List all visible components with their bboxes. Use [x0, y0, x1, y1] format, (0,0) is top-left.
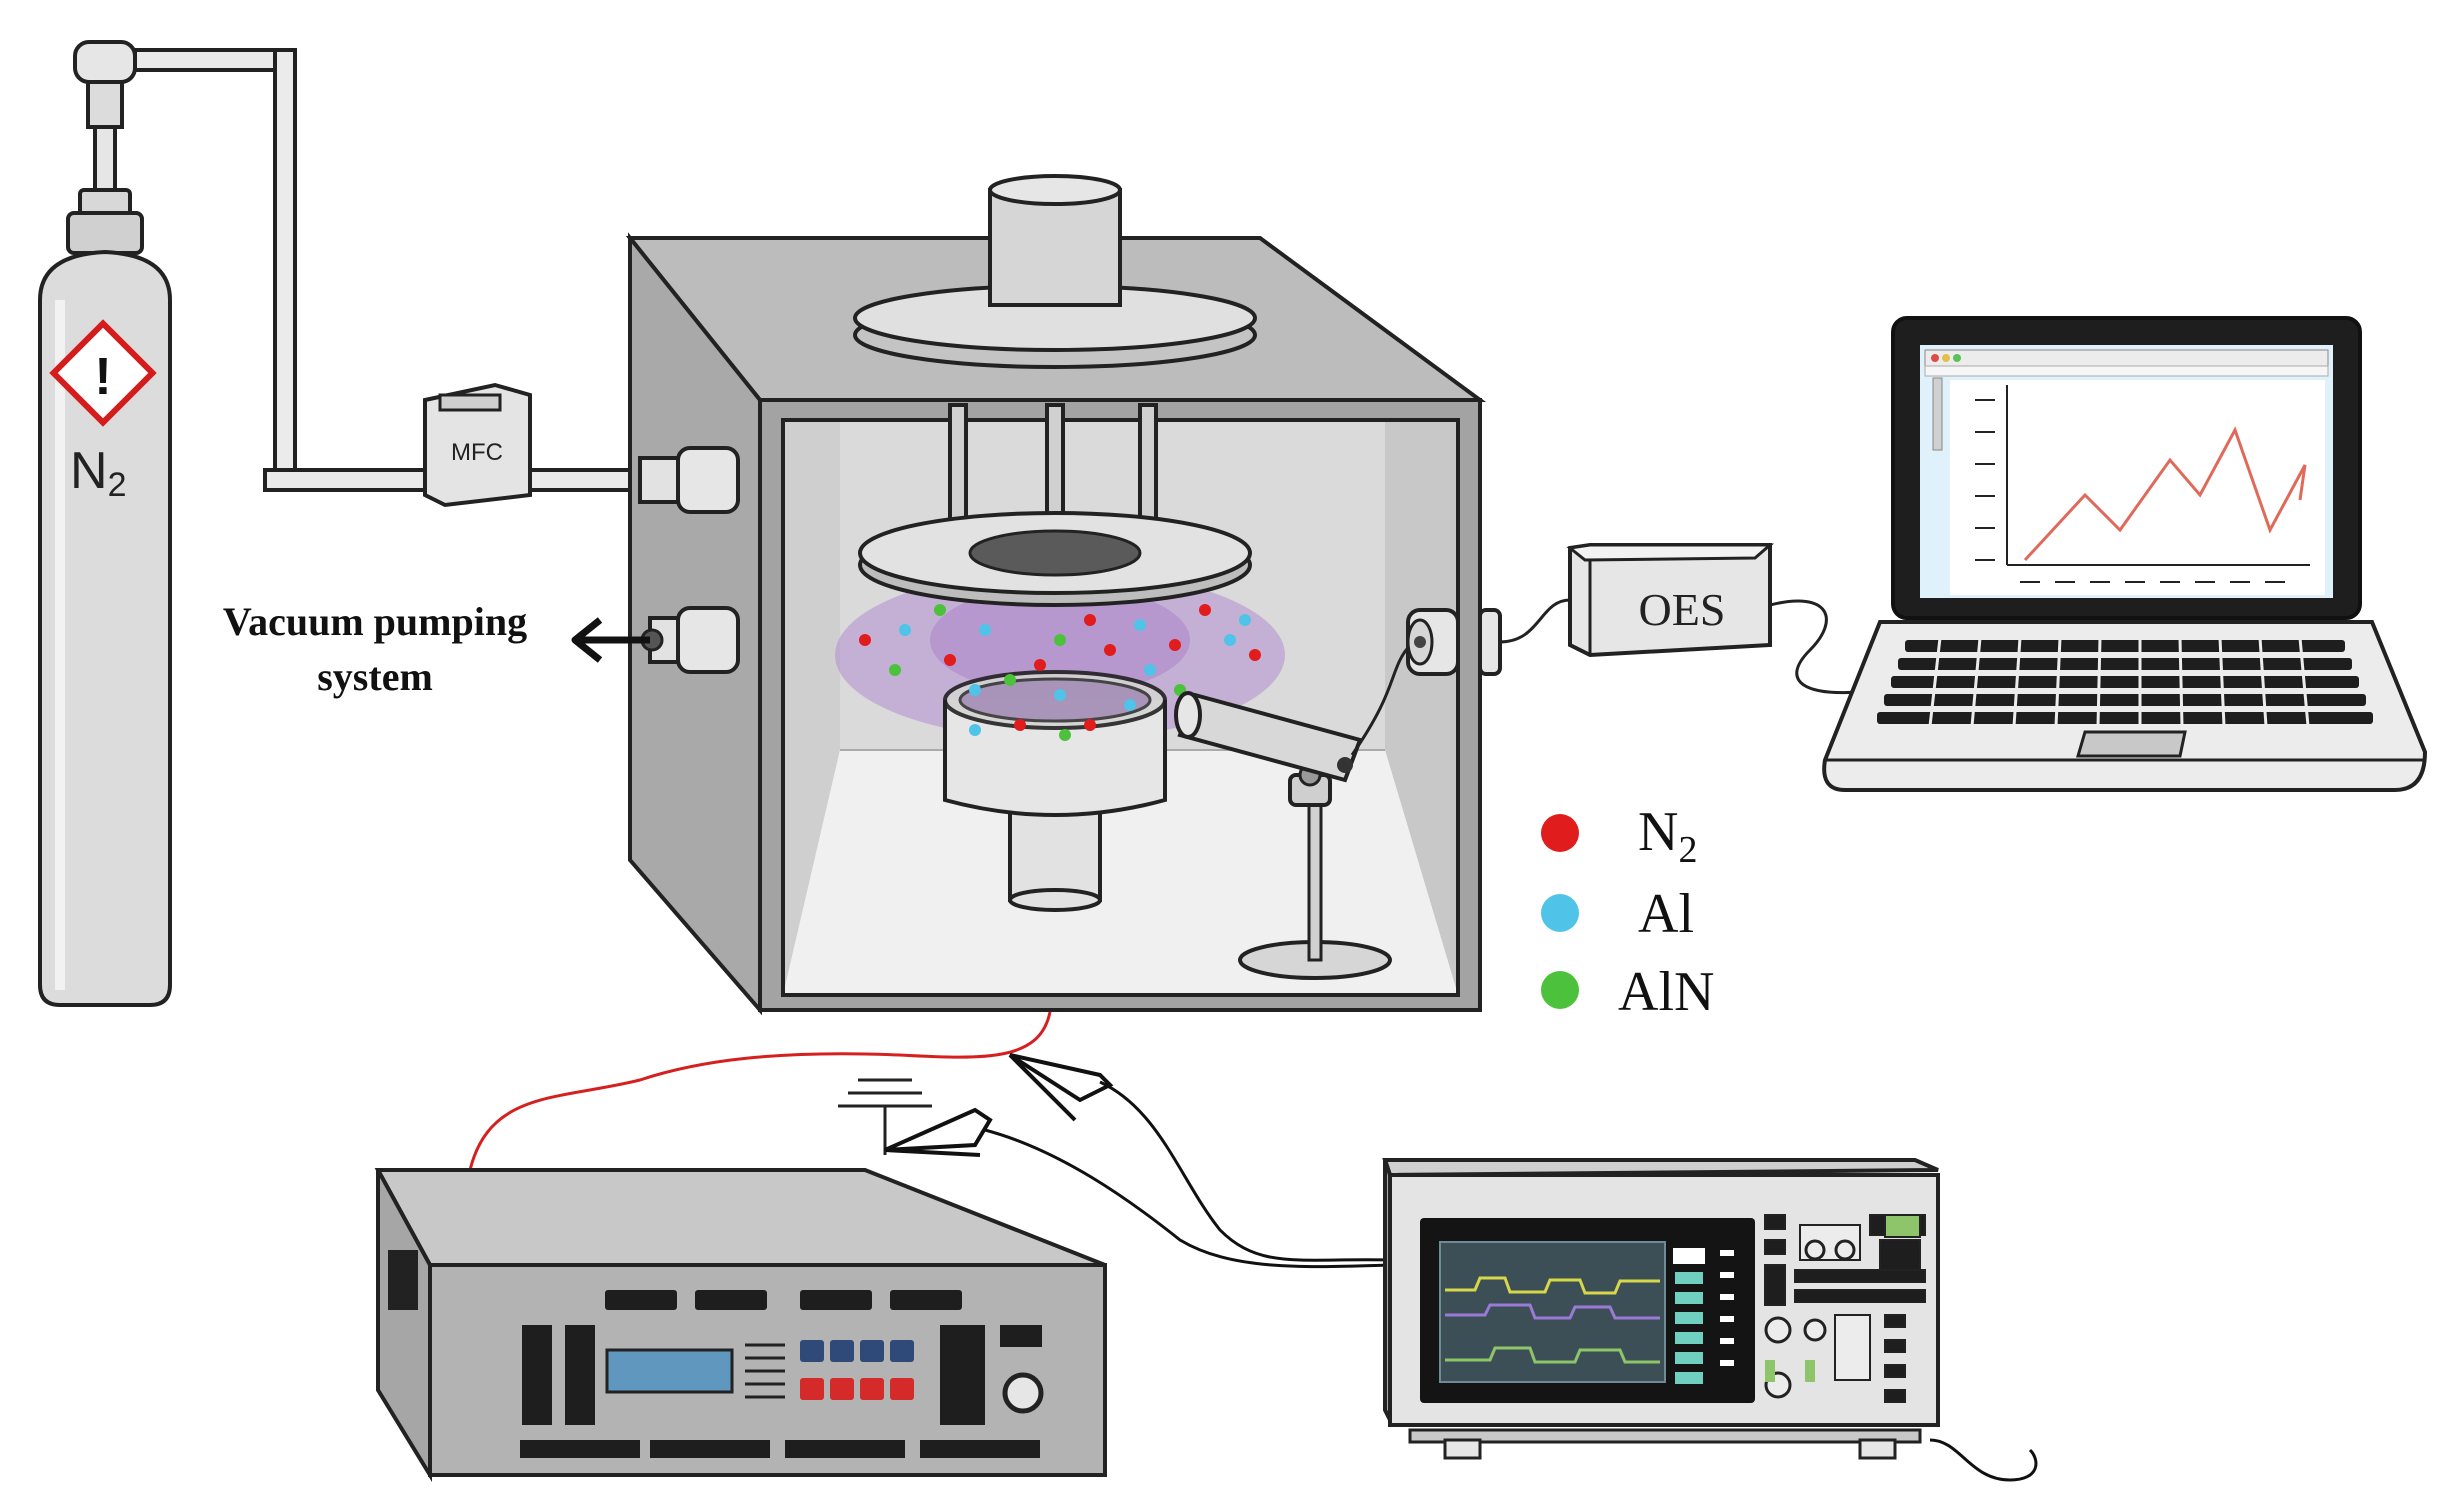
substrate-holder [858, 511, 1252, 607]
particle [899, 624, 911, 636]
particle [1059, 729, 1071, 741]
particle [1054, 634, 1066, 646]
scope-trace-3 [1445, 1346, 1660, 1364]
particle [1084, 614, 1096, 626]
oes-label: OES [1639, 584, 1726, 635]
particle [1199, 604, 1211, 616]
particle [1249, 649, 1261, 661]
probe-wire-1 [1099, 1080, 1391, 1262]
particle [1134, 619, 1146, 631]
exclamation-diamond-icon: ! [49, 319, 157, 427]
oes-spectrometer: OES [1566, 543, 1775, 658]
scope-external-cable [1929, 1438, 2038, 1482]
probe-wire-2 [984, 1128, 1391, 1269]
particle [859, 634, 871, 646]
pumping-port [640, 606, 740, 674]
scope-knob-icon [1764, 1316, 1792, 1344]
window-close-icon [1931, 354, 1939, 362]
legend-label-aln: AlN [1618, 961, 1714, 1023]
mfc-unit: MFC [423, 382, 532, 508]
particle [889, 664, 901, 676]
touchpad [2076, 730, 2187, 758]
hazard-mark: ! [94, 348, 111, 406]
particle [1104, 644, 1116, 656]
optical-window-port [1406, 608, 1502, 676]
particle [1054, 689, 1066, 701]
power-supply [374, 1168, 1107, 1483]
plasma-particles [859, 604, 1261, 741]
svg-text:N2: N2 [70, 442, 126, 504]
optical-fiber [1499, 598, 1571, 644]
vacuum-label-line2: system [317, 654, 433, 699]
gas-inlet-port [638, 446, 740, 514]
legend-label-al: Al [1638, 883, 1694, 945]
particle [934, 604, 946, 616]
particle [1224, 634, 1236, 646]
power-wire [468, 1011, 1052, 1171]
top-flange [853, 174, 1257, 369]
psu-knob-icon [1002, 1372, 1044, 1414]
particle [969, 684, 981, 696]
oscilloscope [1382, 1158, 1940, 1460]
probe-clip-upper [1008, 1053, 1114, 1122]
left-arrow-icon [571, 617, 650, 663]
window-minimize-icon [1942, 354, 1950, 362]
particle [1124, 699, 1136, 711]
legend: N2 Al AlN [1541, 801, 1714, 1023]
legend-swatch-al [1541, 894, 1579, 932]
cylinder-gas-subscript: 2 [108, 466, 127, 504]
legend-swatch-n2 [1541, 814, 1579, 852]
ground-symbol-icon [838, 1078, 932, 1155]
window-maximize-icon [1953, 354, 1961, 362]
probe-clip-lower [884, 1107, 993, 1157]
particle [944, 654, 956, 666]
mfc-label: MFC [451, 439, 503, 466]
legend-label-n2: N2 [1638, 801, 1697, 871]
oes-usb-cable [1769, 599, 1881, 695]
scope-trace-2 [1445, 1303, 1660, 1320]
magnetron-target [943, 670, 1167, 912]
mfc-outlet-pipe [528, 468, 642, 492]
vacuum-label-line1: Vacuum pumping [223, 599, 527, 644]
cylinder-gas-label: N [70, 442, 108, 500]
scope-trace-1 [1445, 1276, 1660, 1295]
gas-line [133, 48, 427, 492]
keyboard [1877, 640, 2373, 724]
particle [1239, 614, 1251, 626]
particle [1004, 674, 1016, 686]
legend-swatch-aln [1541, 971, 1579, 1009]
particle [1084, 719, 1096, 731]
particle [1144, 664, 1156, 676]
particle [1034, 659, 1046, 671]
particle [979, 624, 991, 636]
particle [969, 724, 981, 736]
laptop [1822, 316, 2428, 792]
particle [1169, 639, 1181, 651]
particle [1014, 719, 1026, 731]
gas-cylinder: ! N2 [38, 40, 172, 1007]
psu-display [605, 1348, 734, 1394]
optical-probe [1174, 638, 1431, 980]
